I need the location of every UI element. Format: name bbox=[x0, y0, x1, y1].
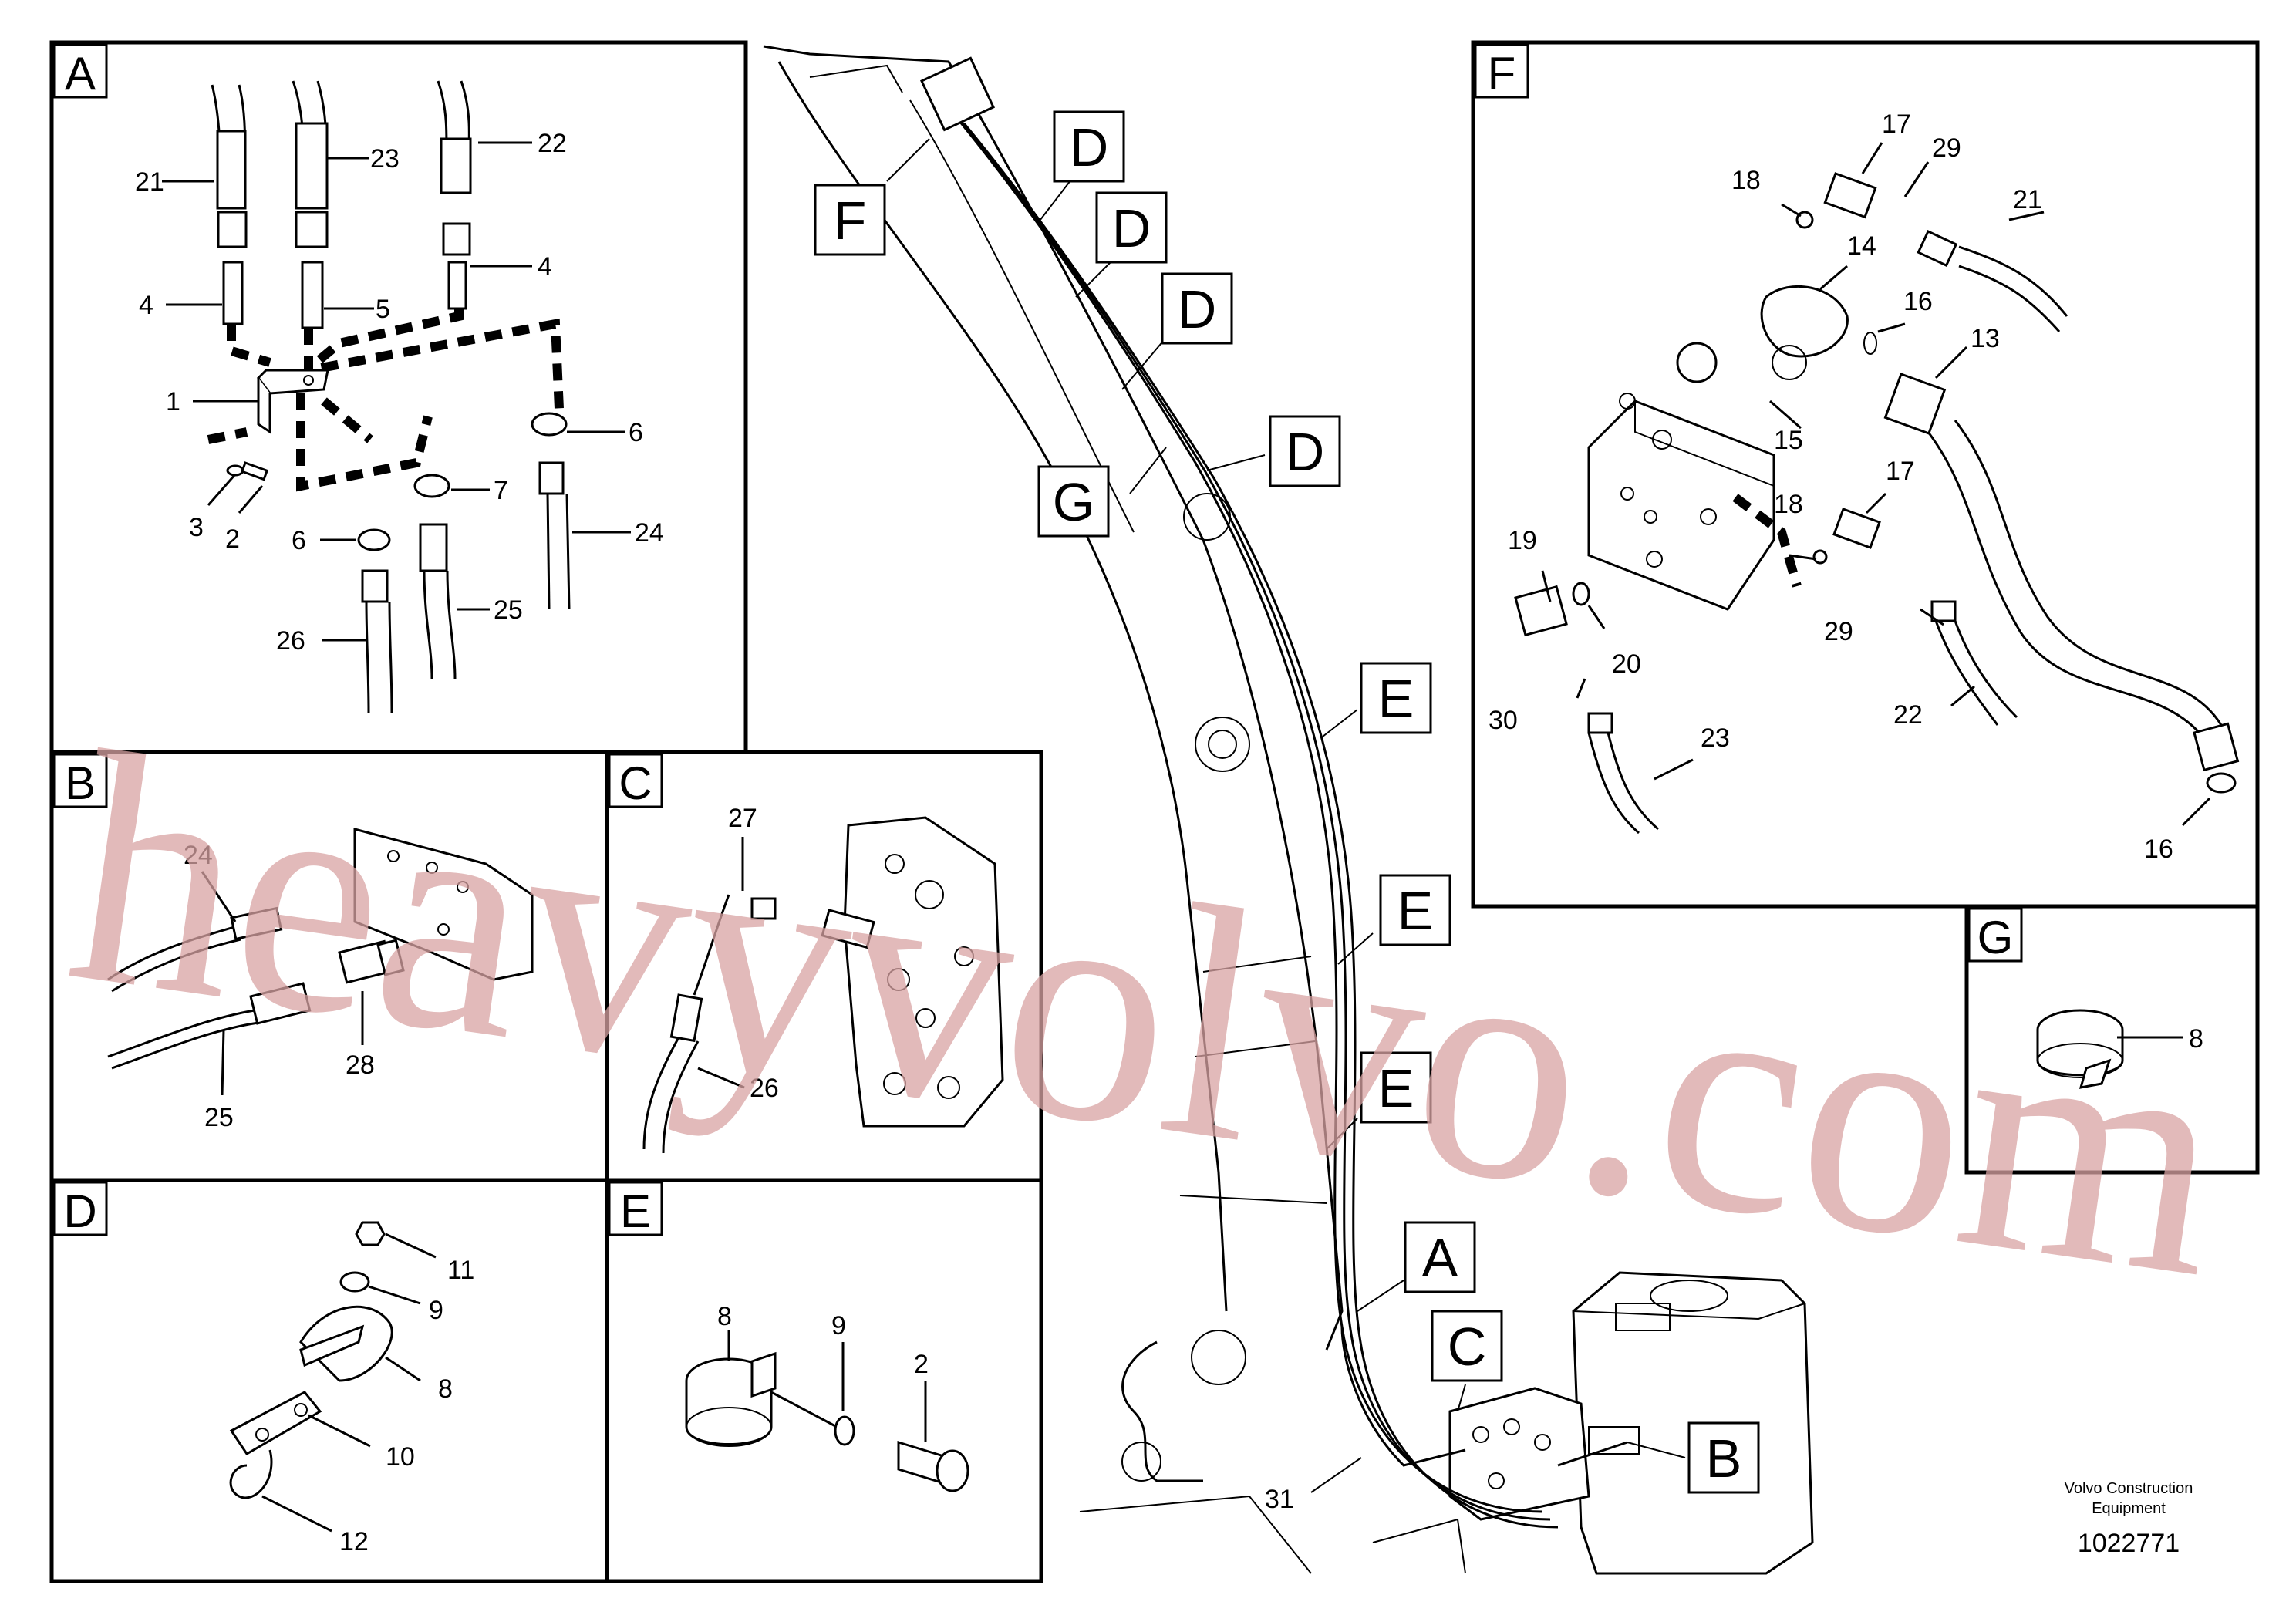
label-g-8: 8 bbox=[2189, 1024, 2203, 1054]
label-f-23: 23 bbox=[1701, 723, 1730, 753]
label-a-22: 22 bbox=[538, 129, 567, 158]
label-d-11: 11 bbox=[447, 1256, 474, 1285]
label-f-29-top: 29 bbox=[1932, 133, 1961, 163]
caption: Volvo Construction Equipment 1022771 bbox=[2065, 1480, 2193, 1558]
label-f-16-top: 16 bbox=[1903, 287, 1933, 316]
callout-tags: F D D D G D E E E A C B 31 bbox=[814, 110, 1760, 1514]
label-f-17-top: 17 bbox=[1882, 110, 1911, 139]
label-f-14: 14 bbox=[1847, 231, 1876, 261]
label-a-24: 24 bbox=[635, 518, 664, 548]
callout-a: A bbox=[1422, 1228, 1458, 1288]
panel-a: A bbox=[49, 40, 748, 754]
callout-e-1: E bbox=[1378, 669, 1414, 729]
label-f-30: 30 bbox=[1489, 706, 1518, 735]
label-d-9: 9 bbox=[429, 1296, 443, 1325]
panel-f-tag: F bbox=[1488, 48, 1516, 99]
label-a-26: 26 bbox=[276, 626, 305, 656]
label-b-28: 28 bbox=[346, 1050, 375, 1080]
label-a-23: 23 bbox=[370, 144, 400, 174]
label-f-15: 15 bbox=[1774, 426, 1803, 455]
caption-drawing-number: 1022771 bbox=[2078, 1529, 2180, 1558]
label-a-21: 21 bbox=[135, 167, 164, 197]
callout-b: B bbox=[1706, 1428, 1742, 1489]
label-c-26: 26 bbox=[750, 1074, 779, 1103]
label-a-25: 25 bbox=[494, 595, 523, 625]
label-e-2: 2 bbox=[914, 1350, 929, 1379]
panel-e-tag: E bbox=[620, 1185, 651, 1237]
label-d-8: 8 bbox=[438, 1374, 453, 1404]
panel-d-tag: D bbox=[63, 1185, 96, 1237]
label-a-4-left: 4 bbox=[139, 291, 153, 320]
label-a-2: 2 bbox=[225, 524, 240, 554]
callout-f: F bbox=[834, 191, 867, 251]
panel-a-tag: A bbox=[65, 48, 96, 99]
label-a-7: 7 bbox=[494, 476, 508, 505]
label-e-8: 8 bbox=[717, 1302, 732, 1331]
label-f-18-top: 18 bbox=[1731, 166, 1761, 195]
label-a-4-right: 4 bbox=[538, 252, 552, 282]
label-a-1: 1 bbox=[166, 387, 180, 416]
panel-b-tag: B bbox=[65, 757, 96, 809]
label-d-10: 10 bbox=[386, 1442, 415, 1472]
label-31: 31 bbox=[1265, 1485, 1294, 1514]
label-f-18-mid: 18 bbox=[1774, 490, 1803, 519]
callout-d-4: D bbox=[1286, 422, 1325, 482]
label-a-5: 5 bbox=[376, 295, 390, 324]
panel-b: B 24 28 25 bbox=[49, 750, 609, 1182]
label-b-24: 24 bbox=[184, 841, 213, 870]
watermark: heavyvolvo.com bbox=[52, 683, 2242, 1347]
callout-d-3: D bbox=[1178, 279, 1217, 339]
panel-f: F bbox=[1471, 40, 2260, 909]
label-f-17-mid: 17 bbox=[1886, 457, 1915, 486]
label-f-20: 20 bbox=[1612, 649, 1641, 679]
callout-g: G bbox=[1053, 472, 1094, 532]
panel-g: G 8 bbox=[1964, 904, 2260, 1175]
label-f-22: 22 bbox=[1893, 700, 1923, 730]
label-b-25: 25 bbox=[204, 1103, 234, 1132]
label-f-16-bottom: 16 bbox=[2144, 835, 2173, 864]
callout-e-3: E bbox=[1378, 1058, 1414, 1118]
label-f-29-mid: 29 bbox=[1824, 617, 1853, 646]
label-a-6-right: 6 bbox=[629, 418, 643, 447]
label-c-27: 27 bbox=[728, 804, 757, 833]
label-f-19: 19 bbox=[1508, 526, 1537, 555]
callout-e-2: E bbox=[1397, 881, 1434, 941]
callout-d-2: D bbox=[1112, 198, 1151, 258]
panel-c-tag: C bbox=[619, 757, 652, 809]
label-a-6-left: 6 bbox=[292, 526, 306, 555]
panel-c: C 27 26 bbox=[605, 750, 1043, 1182]
label-f-21: 21 bbox=[2013, 185, 2042, 214]
callout-d-1: D bbox=[1070, 117, 1109, 177]
label-a-3: 3 bbox=[189, 513, 204, 542]
label-d-12: 12 bbox=[339, 1527, 369, 1556]
label-e-9: 9 bbox=[831, 1311, 846, 1340]
label-f-13: 13 bbox=[1971, 324, 2000, 353]
panel-e: E 8 9 2 bbox=[605, 1178, 1043, 1583]
panel-d: D 11 9 8 10 12 bbox=[49, 1178, 609, 1583]
caption-company-line1: Volvo Construction bbox=[2065, 1480, 2193, 1497]
callout-c: C bbox=[1448, 1317, 1487, 1377]
panel-g-tag: G bbox=[1977, 912, 2014, 963]
caption-company-line2: Equipment bbox=[2092, 1500, 2166, 1517]
